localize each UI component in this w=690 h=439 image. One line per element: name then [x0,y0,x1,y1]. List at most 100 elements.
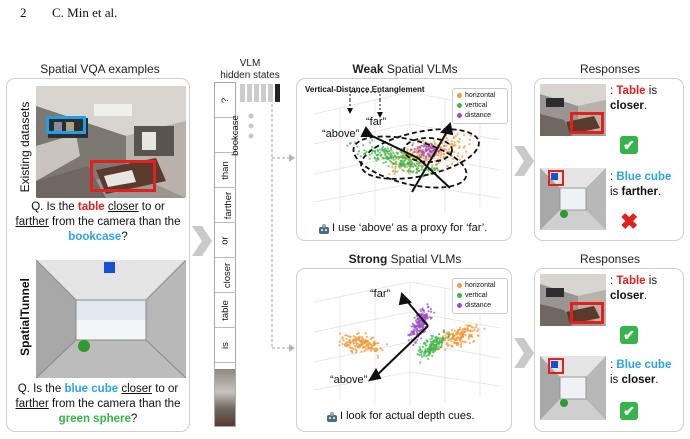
scatter-point [434,336,437,339]
scatter-point [429,316,432,319]
scatter-point [354,340,357,343]
scatter-point [439,154,442,157]
strong-label-above: “above” [330,374,368,386]
scatter-point [412,333,415,336]
token-4: farther [215,188,236,223]
scatter-point [394,165,397,168]
scatter-point [420,168,423,171]
scatter-point [420,164,423,167]
scatter-point [446,331,449,334]
scatter-point [444,336,448,339]
legend-distance: distance [457,301,503,311]
scatter-point [419,308,422,311]
scatter-point [448,150,451,153]
scatter-point [343,343,346,346]
hidden-state-bars [240,84,290,109]
scatter-point [392,152,395,155]
scatter-point [415,162,419,165]
scatter-point [359,339,362,343]
weak-annotation: Vertical-Distance Entanglement [305,85,425,94]
scatter-point [431,354,434,357]
scatter-point [411,171,414,174]
scatter-point [345,337,348,340]
response-table-box-2 [570,302,604,324]
scatter-point [421,326,424,329]
scatter-point [368,153,371,156]
scatter-point [363,339,366,342]
scatter-point [440,344,443,347]
scatter-point [424,349,427,352]
flow-arrow-3 [514,338,534,373]
scatter-point [348,142,352,145]
scatter-point [437,337,440,340]
scatter-point [462,333,465,336]
scatter-point [390,161,393,164]
strong-robot-icon [326,410,338,428]
scatter-point [356,153,359,156]
scatter-point [465,324,468,327]
scatter-point [427,305,430,308]
scatter-point [357,338,360,341]
scatter-point [408,168,411,171]
scatter-point [458,147,461,150]
scatter-point [421,165,424,168]
scatter-point [408,157,411,160]
legend-horizontal: horizontal [457,281,503,291]
scatter-point [419,361,422,364]
scatter-point [431,337,434,340]
scatter-point [364,332,367,335]
scatter-point [387,165,390,168]
scatter-point [390,148,393,151]
scatter-point [412,330,415,334]
scatter-point [421,345,425,348]
scatter-point [365,335,368,338]
scatter-point [435,348,438,351]
scatter-point [360,336,364,339]
scatter-point [344,334,347,337]
scatter-point [418,346,421,349]
scatter-point [458,326,461,329]
weak-caption: I use ‘above’ as a proxy for ‘far’. [332,222,488,234]
scatter-point [406,147,409,151]
flow-arrow-2 [514,146,534,181]
scatter-point [410,163,413,166]
scatter-point [386,343,389,346]
scatter-point [436,342,439,345]
scatter-point [418,155,421,158]
scatter-point [413,150,416,153]
scatter-point [417,330,421,333]
ellipsis-dots [247,112,255,147]
scatter-point [409,155,412,158]
scatter-point [432,140,436,143]
scatter-point [447,333,450,336]
scatter-point [416,145,419,148]
scatter-point [412,328,415,331]
scatter-point [376,356,379,359]
scatter-point [433,343,436,346]
scatter-point [423,354,426,357]
scatter-point [452,136,455,140]
scatter-point [418,146,421,149]
scatter-point [416,327,419,330]
scatter-point [428,350,432,353]
scatter-point [451,334,455,338]
scatter-point [417,164,420,167]
scatter-point [409,332,412,335]
scatter-point [456,154,459,158]
scatter-point [361,346,364,350]
scatter-point [404,158,407,161]
token-5: or [215,223,236,258]
scatter-point [433,168,436,172]
scatter-point [417,170,420,173]
weak-label-above: “above” [322,128,360,140]
scatter-point [389,156,392,159]
scatter-point [459,331,463,334]
scatter-point [456,133,459,136]
scatter-point [427,147,430,150]
scatter-point [411,144,414,147]
scatter-point [458,158,461,161]
scatter-point [469,134,472,137]
scatter-point [434,340,437,343]
scatter-point [431,340,434,343]
